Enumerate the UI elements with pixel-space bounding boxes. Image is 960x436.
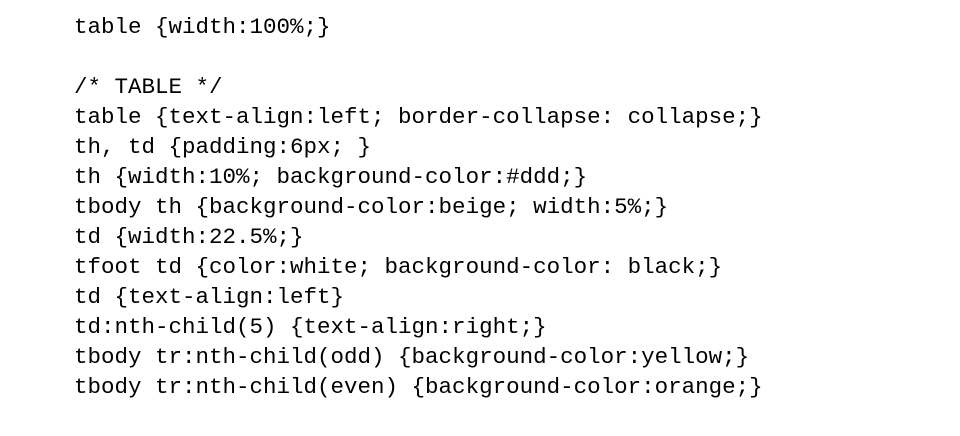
code-line-6: th {width:10%; background-color:#ddd;} (74, 164, 588, 190)
code-line-11: td:nth-child(5) {text-align:right;} (74, 314, 547, 340)
code-line-7: tbody th {background-color:beige; width:… (74, 194, 669, 220)
css-code-block: table {width:100%;} /* TABLE */ table {t… (74, 12, 763, 402)
code-line-1: table {width:100%;} (74, 14, 331, 40)
code-line-5: th, td {padding:6px; } (74, 134, 372, 160)
code-line-2-blank (74, 42, 763, 72)
code-line-10: td {text-align:left} (74, 284, 345, 310)
code-line-8: td {width:22.5%;} (74, 224, 304, 250)
code-line-3: /* TABLE */ (74, 74, 223, 100)
code-line-9: tfoot td {color:white; background-color:… (74, 254, 723, 280)
code-line-13: tbody tr:nth-child(even) {background-col… (74, 374, 763, 400)
code-line-12: tbody tr:nth-child(odd) {background-colo… (74, 344, 750, 370)
code-line-4: table {text-align:left; border-collapse:… (74, 104, 763, 130)
